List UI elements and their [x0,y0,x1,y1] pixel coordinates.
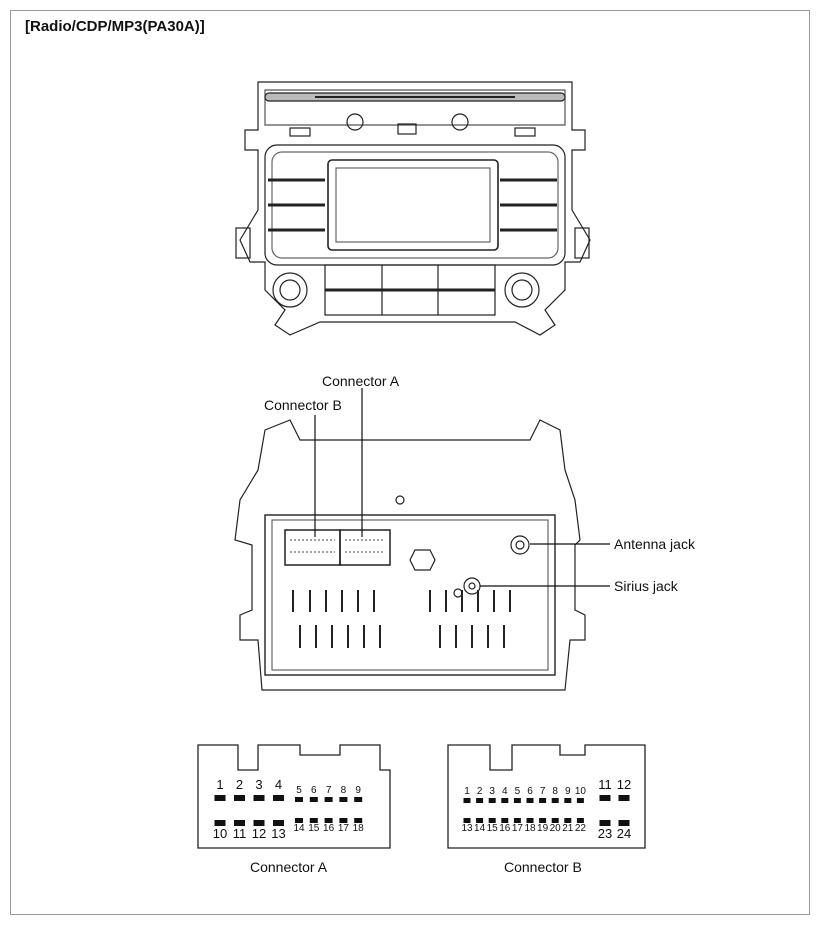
pin-number: 5 [515,786,521,797]
pin-number: 15 [308,823,320,834]
antenna-jack-label: Antenna jack [614,536,696,552]
pin-number: 14 [474,823,486,834]
pin-number: 7 [326,785,332,796]
pin-number: 4 [275,777,282,792]
pin-number: 1 [216,777,223,792]
pin-number: 21 [562,823,574,834]
pin-terminal [253,795,265,801]
pin-terminal [576,798,584,803]
pin-number: 6 [527,786,533,797]
radio-front-view [235,81,591,336]
pin-number: 7 [540,786,546,797]
pin-number: 8 [341,785,347,796]
pin-terminal [273,795,284,801]
pin-terminal [476,818,484,823]
pin-terminal [539,818,547,823]
pin-number: 17 [512,823,524,834]
pin-terminal [476,798,484,803]
pin-terminal [564,798,572,803]
pin-number: 11 [598,777,612,792]
pin-number: 16 [323,823,335,834]
pin-terminal [324,818,333,823]
pin-terminal [513,798,521,803]
pin-number: 13 [461,823,473,834]
pin-terminal [551,798,559,803]
pin-number: 19 [537,823,549,834]
pin-number: 20 [550,823,562,834]
radio-rear-view [234,419,586,691]
pin-terminal [576,818,584,823]
pin-terminal [234,795,245,801]
pin-terminal [599,795,611,801]
pin-number: 6 [311,785,317,796]
pin-terminal [339,818,348,823]
pin-terminal [234,820,245,826]
leader-lines [314,388,610,587]
pin-number: 3 [489,786,495,797]
pin-terminal [501,798,509,803]
pin-number: 15 [487,823,499,834]
pin-number: 12 [252,826,266,841]
diagram-title: [Radio/CDP/MP3(PA30A)] [25,18,205,35]
pin-number: 9 [565,786,571,797]
pin-number: 4 [502,786,508,797]
pin-terminal [253,820,265,826]
connector-b-caption: Connector B [504,859,582,875]
pin-number: 12 [617,777,631,792]
pin-terminal [354,818,363,823]
connector-a-callout: Connector A [322,373,400,389]
pin-terminal [488,798,496,803]
pin-terminal [539,798,547,803]
pin-terminal [618,795,630,801]
pin-terminal [463,818,471,823]
pin-terminal [214,795,226,801]
pin-terminal [501,818,509,823]
pin-number: 23 [598,826,612,841]
pin-terminal [463,798,471,803]
pin-terminal [513,818,521,823]
pin-number: 24 [617,826,631,841]
connector-a-caption: Connector A [250,859,328,875]
pin-terminal [309,797,318,802]
pin-number: 1 [464,786,470,797]
pin-terminal [339,797,348,802]
pin-terminal [324,797,333,802]
pin-terminal [354,797,363,802]
pin-number: 16 [499,823,511,834]
pin-number: 9 [355,785,361,796]
connector-b-callout: Connector B [264,397,342,413]
pin-terminal [551,818,559,823]
pin-terminal [295,818,303,823]
pin-number: 2 [477,786,483,797]
pin-terminal [526,818,534,823]
pin-terminal [309,818,318,823]
pin-number: 5 [296,785,302,796]
pin-terminal [526,798,534,803]
pin-number: 18 [524,823,536,834]
pin-terminal [295,797,303,802]
pin-number: 22 [575,823,587,834]
pin-number: 10 [575,786,587,797]
pin-number: 2 [236,777,243,792]
pin-terminal [564,818,572,823]
sirius-jack-label: Sirius jack [614,578,679,594]
pin-number: 11 [233,826,247,841]
pin-terminal [273,820,284,826]
pin-number: 13 [271,826,285,841]
pin-number: 3 [255,777,262,792]
pin-number: 18 [353,823,365,834]
pin-number: 8 [552,786,558,797]
pin-number: 14 [293,823,305,834]
pin-number: 10 [213,826,227,841]
pin-terminal [618,820,630,826]
diagram-frame [10,10,810,915]
pin-number: 17 [338,823,350,834]
pin-terminal [488,818,496,823]
pin-terminal [599,820,611,826]
pin-terminal [214,820,226,826]
